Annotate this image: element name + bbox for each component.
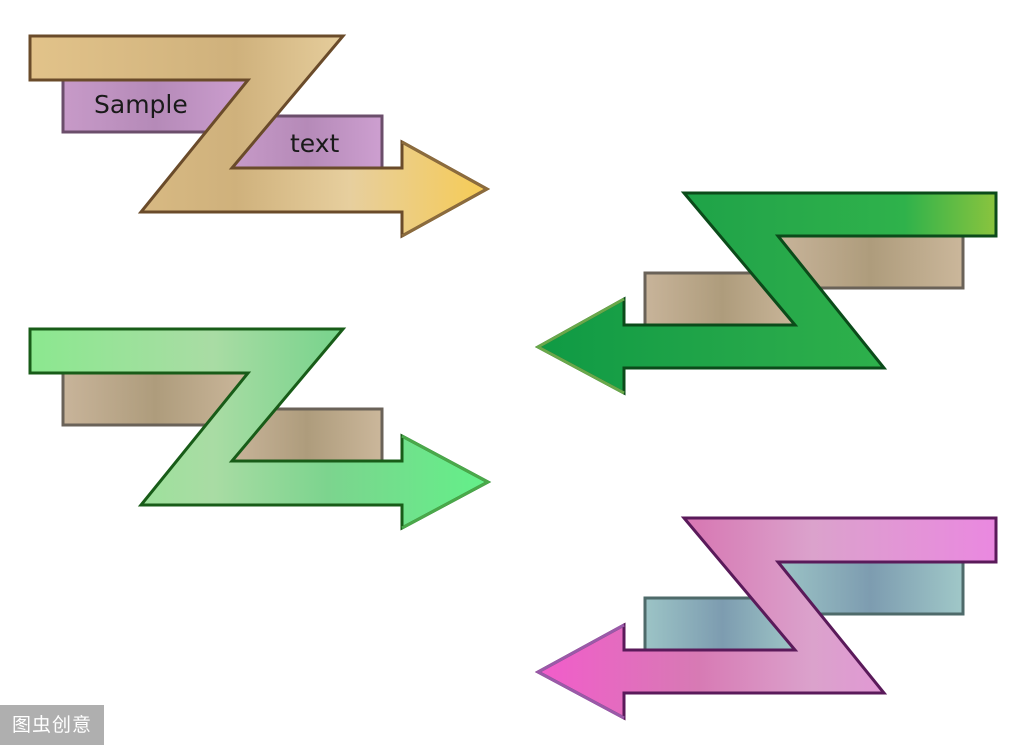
text-label: text bbox=[290, 129, 340, 158]
arrow-head-outline bbox=[534, 623, 625, 720]
z-band bbox=[28, 327, 492, 531]
orange-z-arrow: Sample text bbox=[28, 34, 491, 239]
arrow-head-outline bbox=[401, 140, 491, 238]
dark-green-z-arrow bbox=[534, 191, 998, 396]
sample-label: Sample bbox=[94, 90, 188, 119]
z-band bbox=[534, 516, 998, 721]
pink-z-arrow bbox=[534, 516, 998, 721]
light-green-z-arrow bbox=[28, 327, 492, 531]
watermark-badge: 图虫创意 bbox=[0, 705, 104, 745]
arrow-head-outline bbox=[534, 297, 625, 395]
z-band bbox=[28, 34, 491, 239]
z-band bbox=[534, 191, 998, 396]
upper-label-box bbox=[61, 78, 250, 134]
arrow-head-outline bbox=[401, 434, 492, 530]
